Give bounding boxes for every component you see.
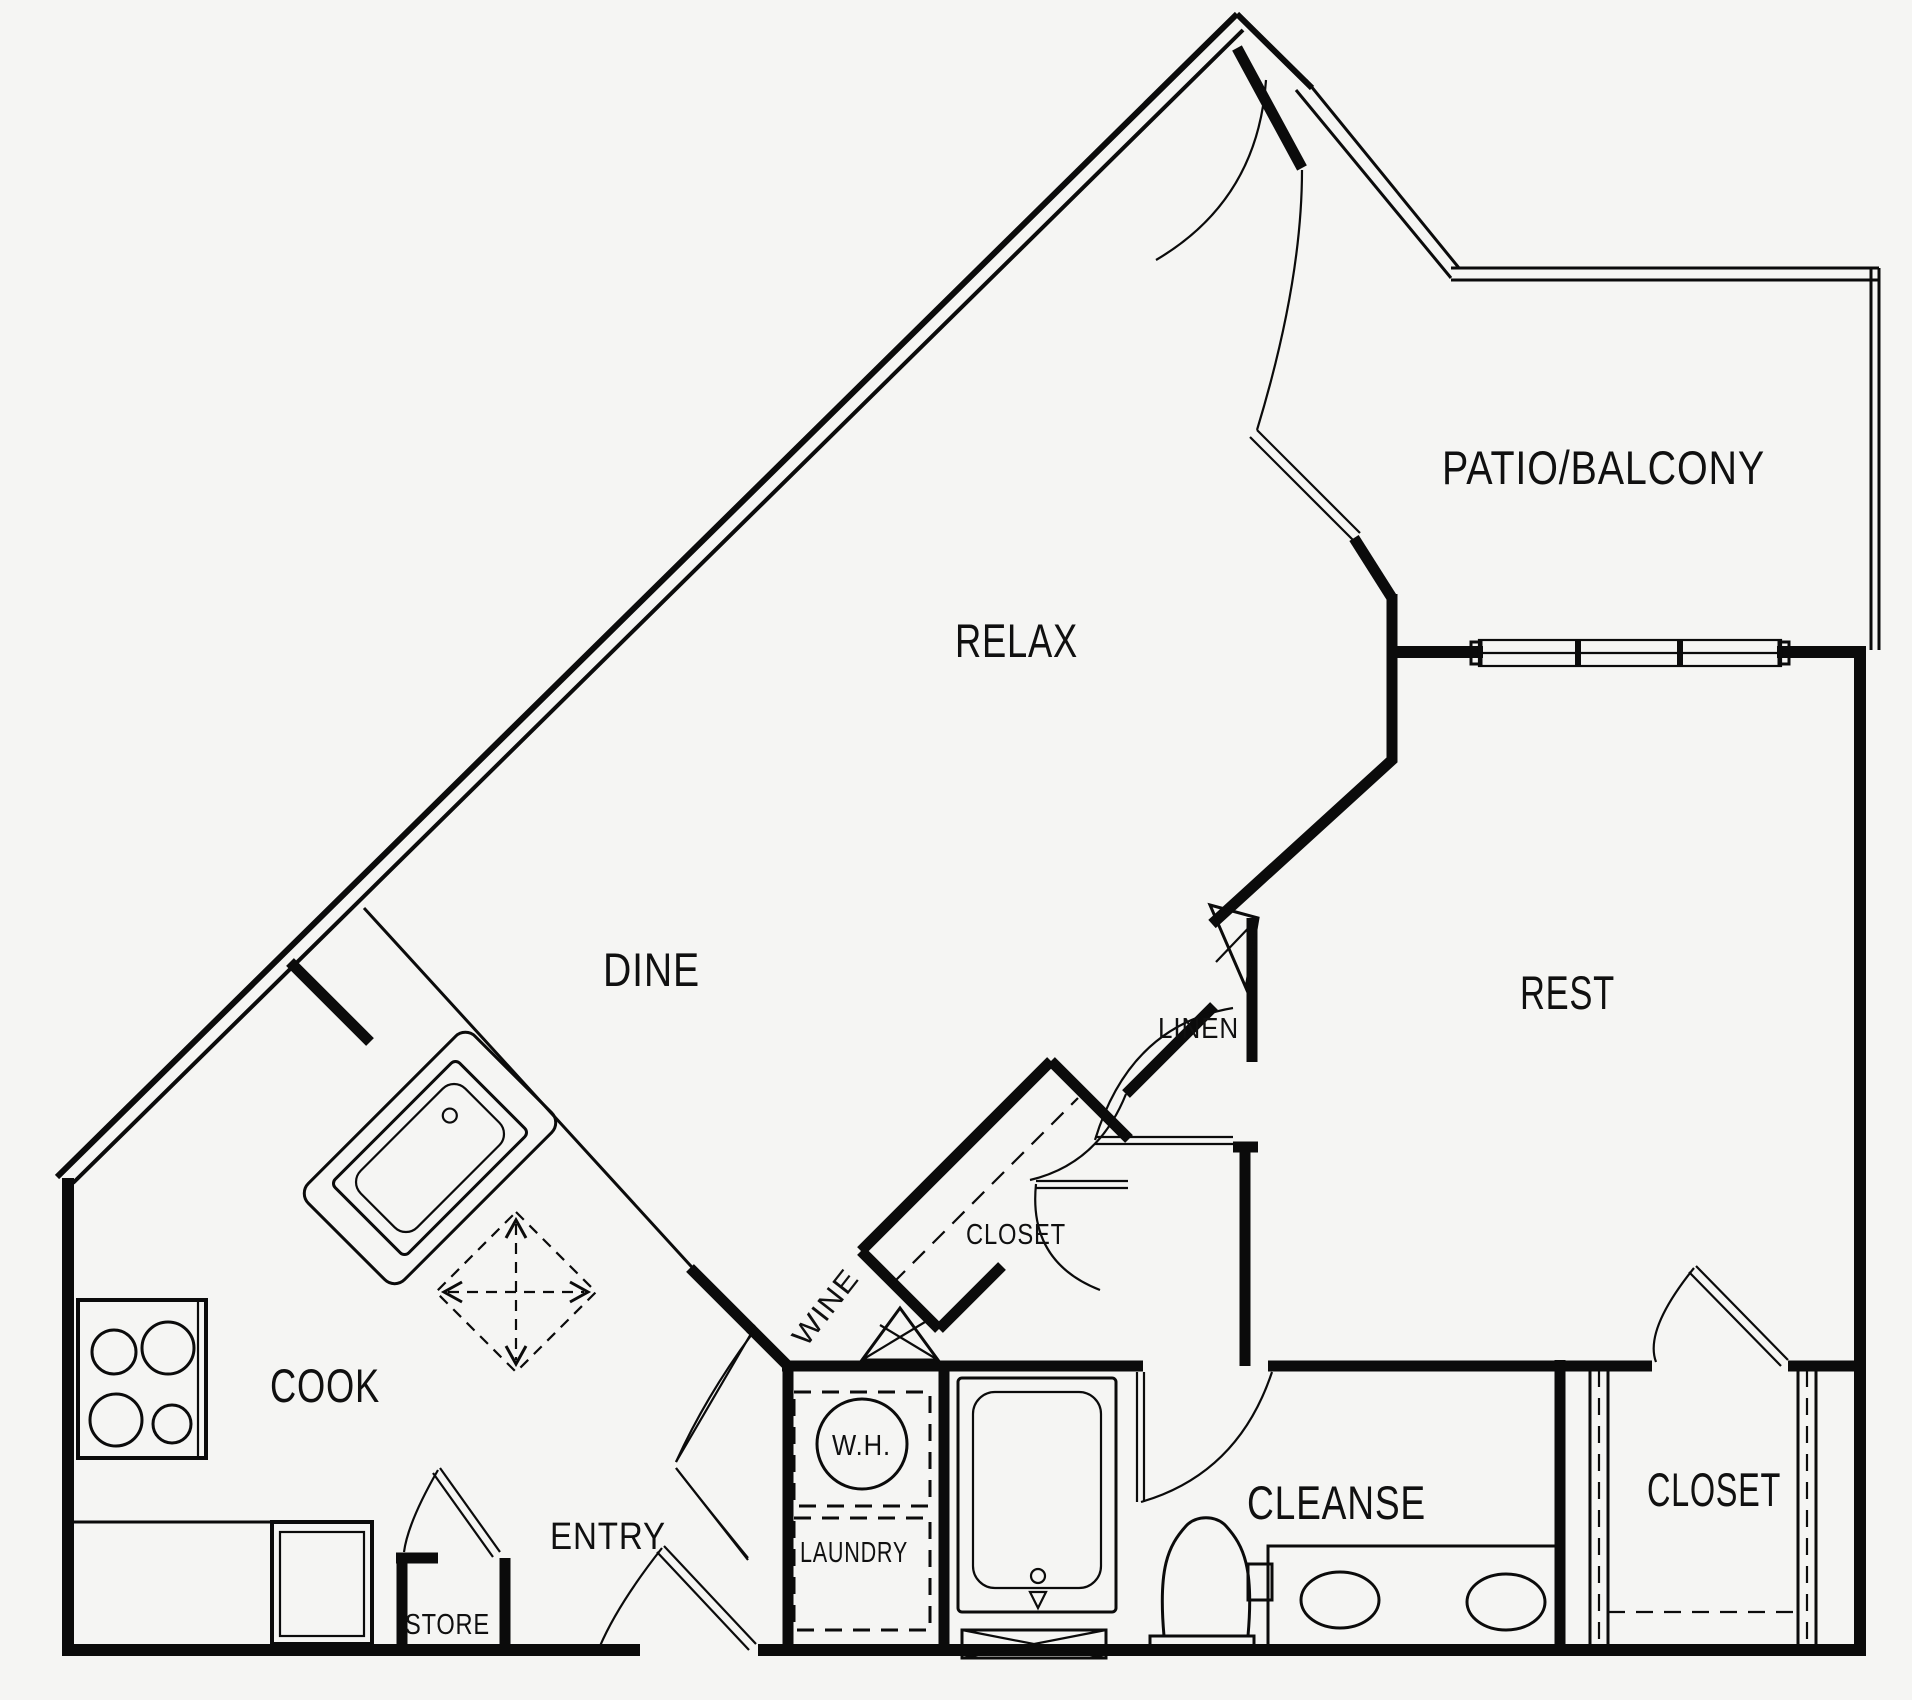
- room-labels: PATIO/BALCONY RELAX DINE REST COOK ENTRY…: [270, 441, 1781, 1641]
- sliding-window-icon: [1469, 638, 1791, 668]
- kitchen-sink-icon: [302, 1030, 558, 1286]
- exterior-walls: [54, 11, 1866, 1656]
- room-label-cook: COOK: [270, 1359, 380, 1412]
- obscure-window-icon: [960, 1628, 1108, 1660]
- linen-closet: [1029, 902, 1260, 1182]
- store-closet: [396, 1467, 511, 1648]
- water-heater-icon: [815, 1397, 909, 1491]
- bedroom-window-wall: [1392, 638, 1866, 668]
- room-label-bedroom-closet: CLOSET: [1647, 1463, 1781, 1516]
- room-label-water-heater: W.H.: [832, 1430, 891, 1462]
- entry-door: [598, 1545, 757, 1651]
- double-vanity-icon: [1246, 1544, 1562, 1648]
- room-label-relax: RELAX: [955, 614, 1078, 667]
- laundry-closet: [674, 1324, 950, 1648]
- room-label-linen: LINEN: [1158, 1013, 1239, 1045]
- room-label-laundry: LAUNDRY: [800, 1537, 908, 1569]
- laundry-door-arc-lower: [675, 1467, 749, 1559]
- balcony-wall-and-doors: [1155, 45, 1398, 929]
- apex-door-arc: [1155, 79, 1268, 261]
- washer-dryer-space: [792, 1516, 932, 1632]
- room-label-wine: WINE: [786, 1263, 865, 1352]
- kitchen: [74, 906, 702, 1646]
- balcony-railing: [1294, 79, 1881, 650]
- store-door-arc: [402, 1469, 439, 1553]
- room-label-patio: PATIO/BALCONY: [1442, 441, 1765, 494]
- room-label-store: STORE: [405, 1609, 490, 1641]
- bathroom: [944, 1360, 1566, 1660]
- entry-closet: [857, 1057, 1133, 1333]
- range-burners-icon: [76, 1298, 208, 1460]
- closet-rod-dashes: [892, 1097, 1079, 1284]
- linen-door-arc: [1029, 1093, 1128, 1182]
- kitchen-wall-stub: [286, 958, 374, 1046]
- room-label-dine: DINE: [603, 943, 700, 996]
- patio-door-arc: [1255, 169, 1304, 431]
- toilet-icon: [1148, 1516, 1256, 1652]
- bathtub-icon: [956, 1376, 1118, 1614]
- bedroom-closet-door-arc: [1652, 1267, 1695, 1363]
- room-label-rest: REST: [1520, 966, 1615, 1019]
- water-heater-box: [792, 1390, 932, 1508]
- wine-nook: [686, 1264, 941, 1362]
- laundry-door-arc-upper: [674, 1333, 753, 1463]
- bathroom-door-arc: [1140, 1371, 1274, 1504]
- wine-shelf-icon: [859, 1305, 941, 1362]
- bedroom-closet: [1560, 1265, 1866, 1648]
- refrigerator-icon: [270, 1520, 374, 1646]
- room-label-cleanse: CLEANSE: [1247, 1476, 1426, 1529]
- entry-closet-door-arc: [1034, 1183, 1101, 1292]
- linen-shelf-icon: [1207, 902, 1260, 994]
- room-label-entry-closet: CLOSET: [966, 1219, 1066, 1251]
- dishwasher-clearance-icon: [434, 1210, 598, 1374]
- room-label-entry: ENTRY: [550, 1516, 666, 1558]
- entry-door-arc: [598, 1547, 663, 1647]
